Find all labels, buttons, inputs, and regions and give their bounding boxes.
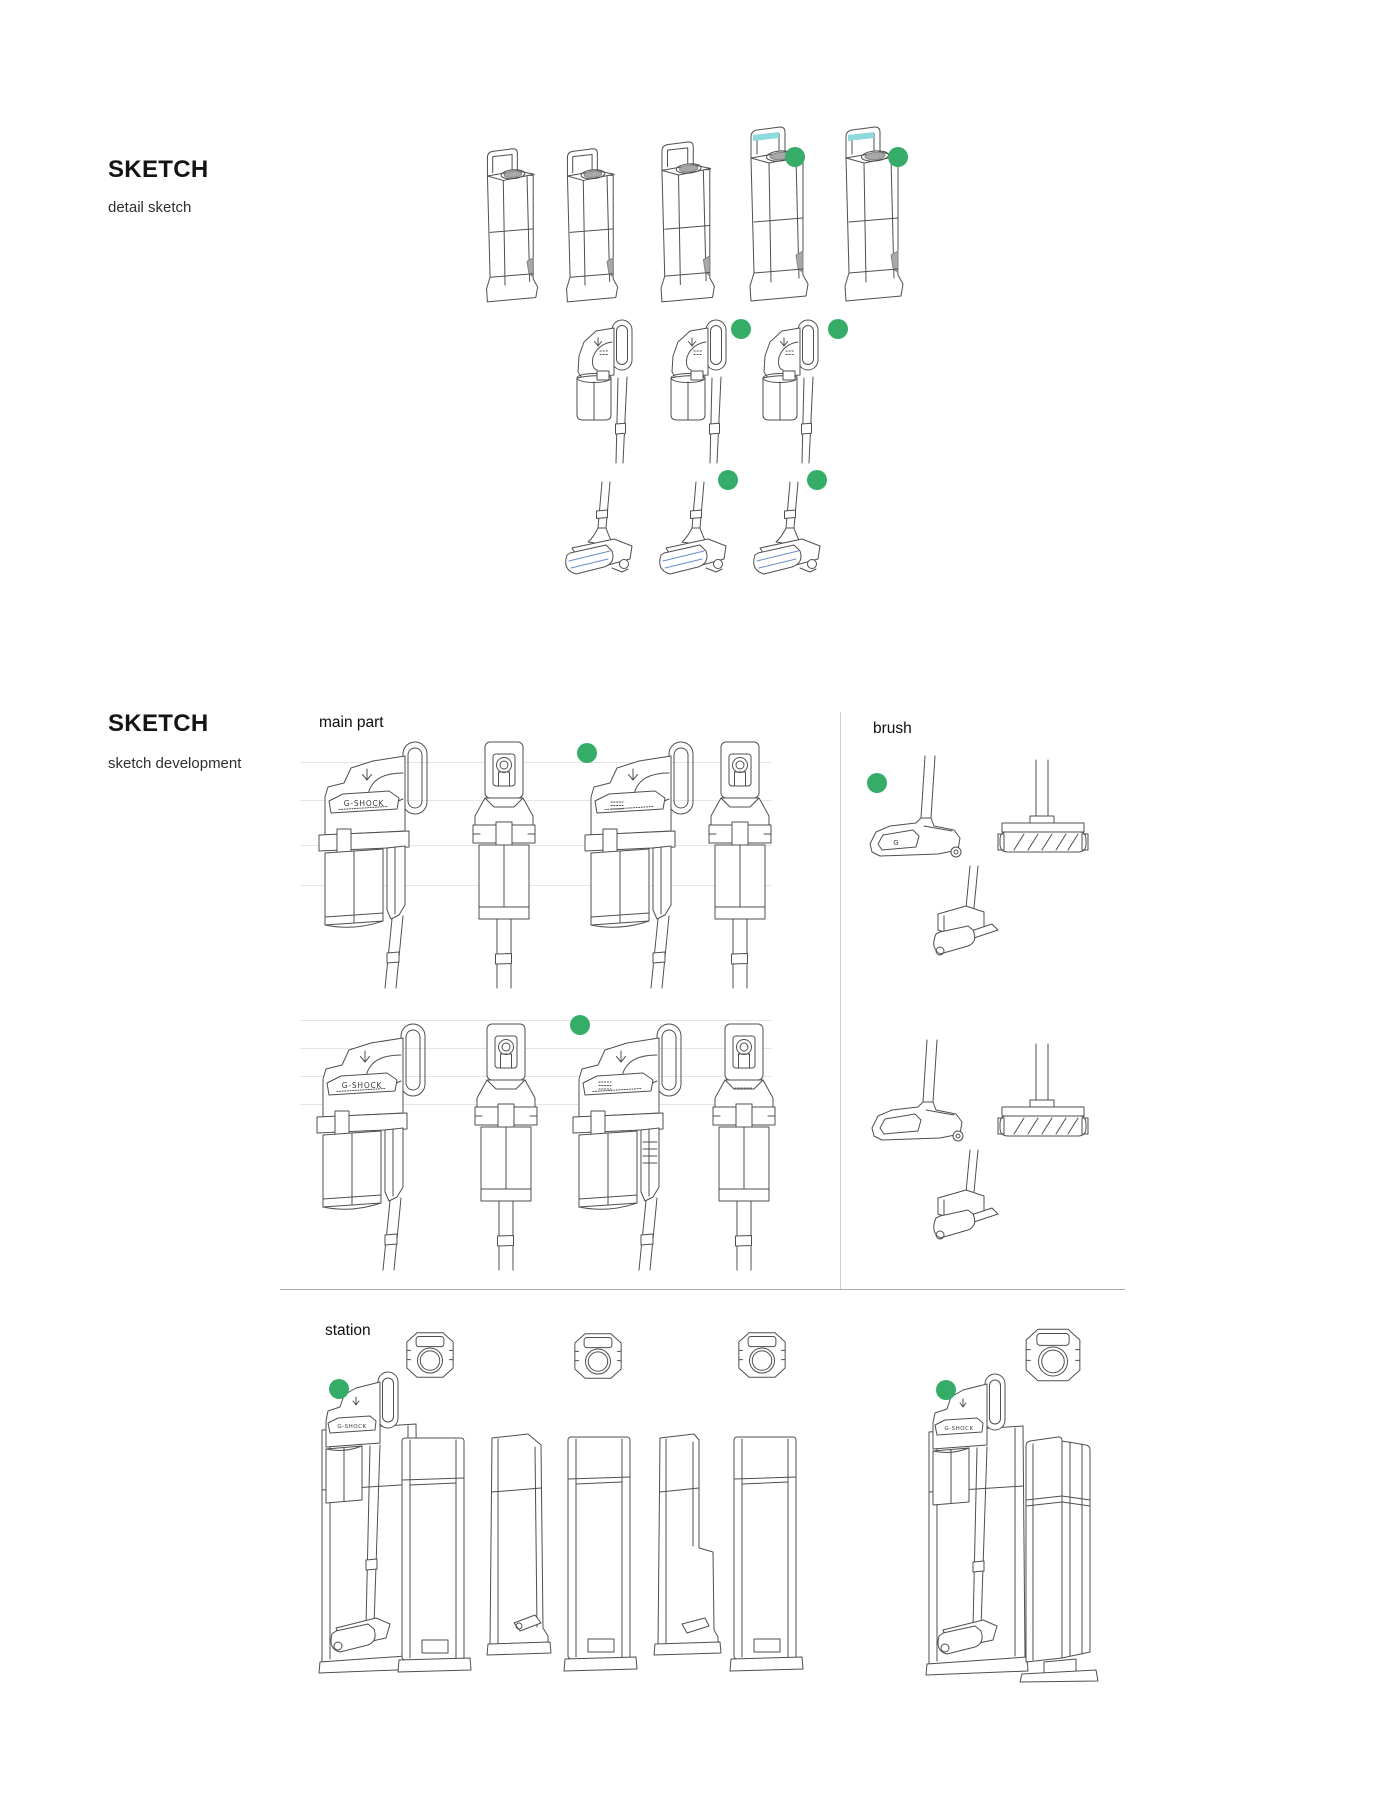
guide-line (300, 762, 772, 763)
gshock-branding-text: G-SHOCK (337, 1424, 366, 1430)
detail-sketch-title: SKETCH (108, 156, 209, 183)
detail-sketch-subtitle: detail sketch (108, 199, 192, 216)
gshock-branding-text: G-SHOCK (944, 1426, 973, 1432)
divider-vertical (840, 712, 841, 1289)
guide-line (300, 800, 772, 801)
brush-sketch-group-upper: G (869, 755, 1089, 956)
brush-label: brush (873, 720, 912, 737)
divider-horizontal (280, 1289, 1125, 1290)
guide-line (300, 845, 772, 846)
guide-line (300, 885, 772, 886)
guide-line (300, 1104, 772, 1105)
main-part-sketch-row-2: G-SHOCK (316, 1023, 776, 1271)
main-part-label: main part (319, 714, 384, 731)
guide-line (300, 1048, 772, 1049)
development-subtitle: sketch development (108, 755, 242, 772)
development-title: SKETCH (108, 710, 209, 737)
g-branding-text: G (893, 839, 898, 847)
handheld-concept-sketch-row (576, 319, 819, 464)
station-label: station (325, 1322, 371, 1339)
guide-line (300, 1076, 772, 1077)
brush-sketch-group-lower (871, 1039, 1089, 1240)
station-sketch-row: G-SHOCK G-SHOCK (318, 1371, 1099, 1683)
gshock-branding-text: G-SHOCK (342, 1081, 383, 1090)
gshock-branding-text: G-SHOCK (344, 799, 385, 808)
brush-head-concept-sketch-row (565, 481, 821, 575)
station-concept-sketch-row (486, 126, 904, 303)
main-part-sketch-row-1: G-SHOCK (318, 741, 772, 989)
guide-line (300, 1020, 772, 1021)
